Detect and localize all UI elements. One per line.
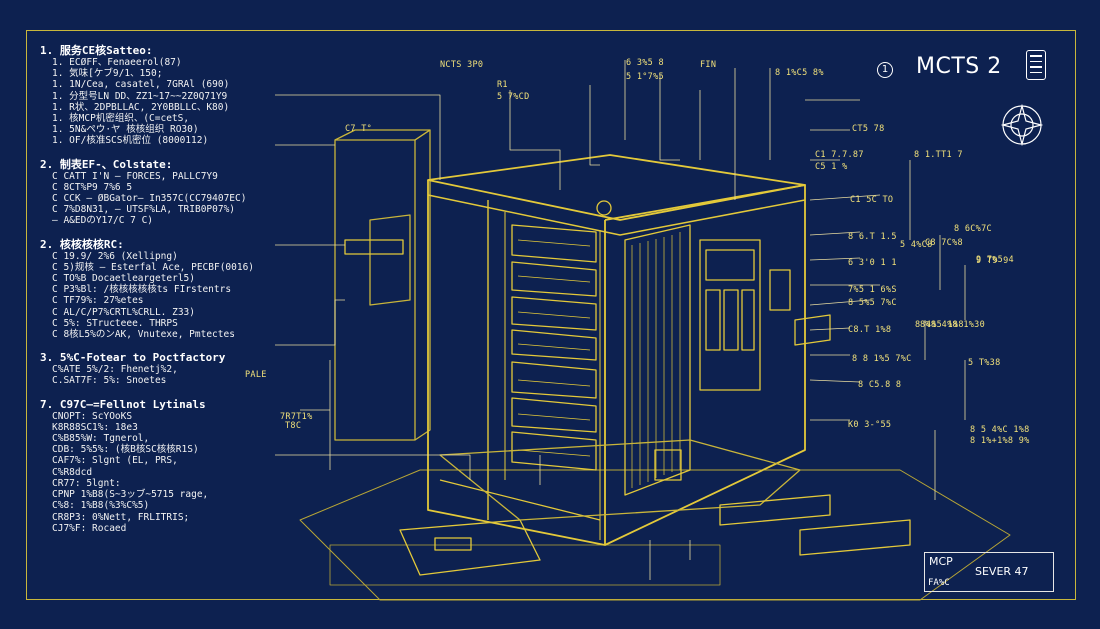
note-line: C 7%D8N31, – UTSF%LA, TRIB0P07%) [52, 204, 236, 216]
callout-label: C7 T° [345, 124, 373, 134]
title-block-line1: MCP [929, 555, 953, 568]
callout-label: 7R7T1% [280, 412, 313, 422]
note-line: C%B85%W: Tgnerol, [52, 433, 150, 445]
note-line: CR8P3: 0%Nett, FRLITRIS; [52, 511, 190, 523]
callout-label: 8 C5.8 8 [858, 380, 902, 390]
callout-label: C8.T 1%8 [848, 325, 892, 335]
note-line: C TO%B Docaetleargeterl5) [52, 273, 195, 285]
callout-label: PALE [245, 370, 267, 380]
note-line: CNOPT: ScYOoKS [52, 410, 133, 422]
note-line: C%8: 1%B8(%3%C%5) [52, 500, 150, 512]
callout-label: 8 6.T 1.5 [848, 232, 897, 242]
note-line: 1. 1N/Cea, casatel, 7GRAl (690) [52, 79, 230, 91]
callout-label: NCTS 3P0 [440, 60, 484, 70]
callout-label: 5 T%38 [968, 358, 1001, 368]
note-line: C 8核L5%のンAK, Vnutexe, Pmtectes [52, 329, 235, 341]
callout-label: 8 6C%7C [954, 224, 992, 234]
note-group: 1. 服务CE核Satteo:1. ECØFF、Fenaeerol(87)1. … [40, 44, 290, 147]
note-line: C 5%: STructeee. THRPS [52, 317, 178, 329]
note-line: CAF7%: Slgnt (EL, PRS, [52, 455, 178, 467]
section-number-badge: 1 [877, 62, 893, 78]
title-block-code: FA%C [928, 578, 950, 588]
specification-notes: 1. 服务CE核Satteo:1. ECØFF、Fenaeerol(87)1. … [40, 44, 290, 545]
callout-label: 8%8 4%8 1%30 [920, 320, 986, 330]
callout-label: K0 3-°55 [848, 420, 892, 430]
note-line: C CCK – ØBGator– In357C(CC79407EC) [52, 193, 247, 205]
callout-label: 8 5%5 7%C [848, 298, 897, 308]
note-group: 2. 核核核核RC:C 19.9/ 2%6 (Xellipng)C 5)规核 –… [40, 238, 290, 341]
note-line: 1. R状、2DPBLLAC, 2Y0BBLLC、K80) [52, 101, 230, 113]
callout-label: C1 5C TO [850, 195, 894, 205]
callout-label: 8 5 4%C 1%8 [970, 425, 1030, 435]
rack-side [604, 184, 806, 546]
note-line: C 5)规核 – Esterfal Ace, PECBF(0016) [52, 261, 255, 273]
callout-label: 8 8 1%5 7%C [852, 354, 912, 364]
callout-label: 7%5 1 6%S [848, 285, 897, 295]
note-line: 1. 5N&ペウ·ヤ 核核组织 RO30) [52, 124, 199, 136]
callout-label: C5 1 % [815, 162, 848, 172]
note-line: C 19.9/ 2%6 (Xellipng) [52, 250, 178, 262]
rack-front [427, 180, 606, 546]
note-heading: 2. 核核核核RC: [40, 237, 124, 251]
callout-label: 5 1°7%5 [626, 72, 664, 82]
note-line: CR77: 5lgnt: [52, 477, 121, 489]
title-block: MCP SEVER 47 [924, 552, 1054, 592]
note-heading: 3. 5%C-Fotear to Poctfactory [40, 351, 226, 365]
note-line: C TF79%: 27%etes [52, 295, 144, 307]
note-group: 2. 制表EF-、Colstate:C CATT I'N – FORCES, P… [40, 158, 290, 227]
callout-label: 6 3%5 8 [626, 58, 664, 68]
compass-rose-icon [1001, 104, 1043, 146]
drawing-title: MCTS 2 [916, 54, 1002, 79]
note-line: CDB: 5%5%: (核B核SC核核R1S) [52, 444, 199, 456]
title-block-line2: SEVER 47 [975, 565, 1029, 578]
callout-label: 9 7%5 4 [976, 255, 1014, 265]
callout-label: CT5 78 [852, 124, 885, 134]
note-line: C AL/C/P7%CRTL%CRLL. Z33) [52, 306, 195, 318]
note-line: C%R8dcd [52, 466, 93, 478]
note-line: CPNP 1%B8(S~3ッブ~5715 rage, [52, 489, 209, 501]
callout-label: R1 [497, 80, 508, 90]
callout-label: FIN [700, 60, 717, 70]
callout-label: 5 7%CD [497, 92, 530, 102]
note-line: 1. 分型号LN DD、ZZ1~17~~2Z0Q71Y9 [52, 90, 228, 102]
callout-label: C8 7C%8 [925, 238, 963, 248]
left-cabinet [334, 139, 416, 441]
callout-label: 8 1%C5 8% [775, 68, 824, 78]
document-icon [1026, 50, 1046, 80]
callout-label: 6 3'0 1 1 [848, 258, 897, 268]
callout-label: 5 4%C8 [900, 240, 933, 250]
note-line: 1. 核MCP机密组织、(C=cetS, [52, 113, 190, 125]
callout-label: 8 4%5 1%8 [915, 320, 964, 330]
callout-label: C1 7.7.87 [815, 150, 864, 160]
note-line: – A&EDのY17/C 7 C) [52, 215, 154, 227]
note-line: C CATT I'N – FORCES, PALLC7Y9 [52, 170, 218, 182]
callout-label: 8 1%+1%8 9% [970, 436, 1030, 446]
note-line: 1. OF/核准SCS机密位 (8000112) [52, 135, 209, 147]
note-heading: 7. C97C–=Fellnot Lytinals [40, 397, 206, 411]
callout-label: 9 T9 9 [976, 256, 1009, 266]
callout-label: T8C [285, 421, 302, 431]
note-line: CJ7%F: Rocaed [52, 522, 127, 534]
base-plate [299, 469, 1011, 601]
note-line: C 8CT%P9 7%6 5 [52, 181, 133, 193]
base-drawer [399, 519, 541, 576]
note-line: C P3%Bl: /核核核核核ts FIrstentrs [52, 284, 232, 296]
side-rail-right [719, 494, 831, 526]
note-heading: 2. 制表EF-、Colstate: [40, 157, 173, 171]
leader-lines [275, 60, 966, 580]
note-line: K8R88SC1%: 18e3 [52, 421, 138, 433]
rack-units [511, 224, 597, 471]
note-line: C%ATE 5%/2: Fhenetj%2, [52, 364, 178, 376]
note-line: 1. ECØFF、Fenaeerol(87) [52, 57, 182, 68]
callout-label: 8 1.TT1 7 [914, 150, 963, 160]
note-line: C.SAT7F: 5%: Snoetes [52, 375, 167, 387]
note-line: 1. 気味[ケブ9/1、150; [52, 68, 163, 80]
note-heading: 1. 服务CE核Satteo: [40, 44, 153, 57]
